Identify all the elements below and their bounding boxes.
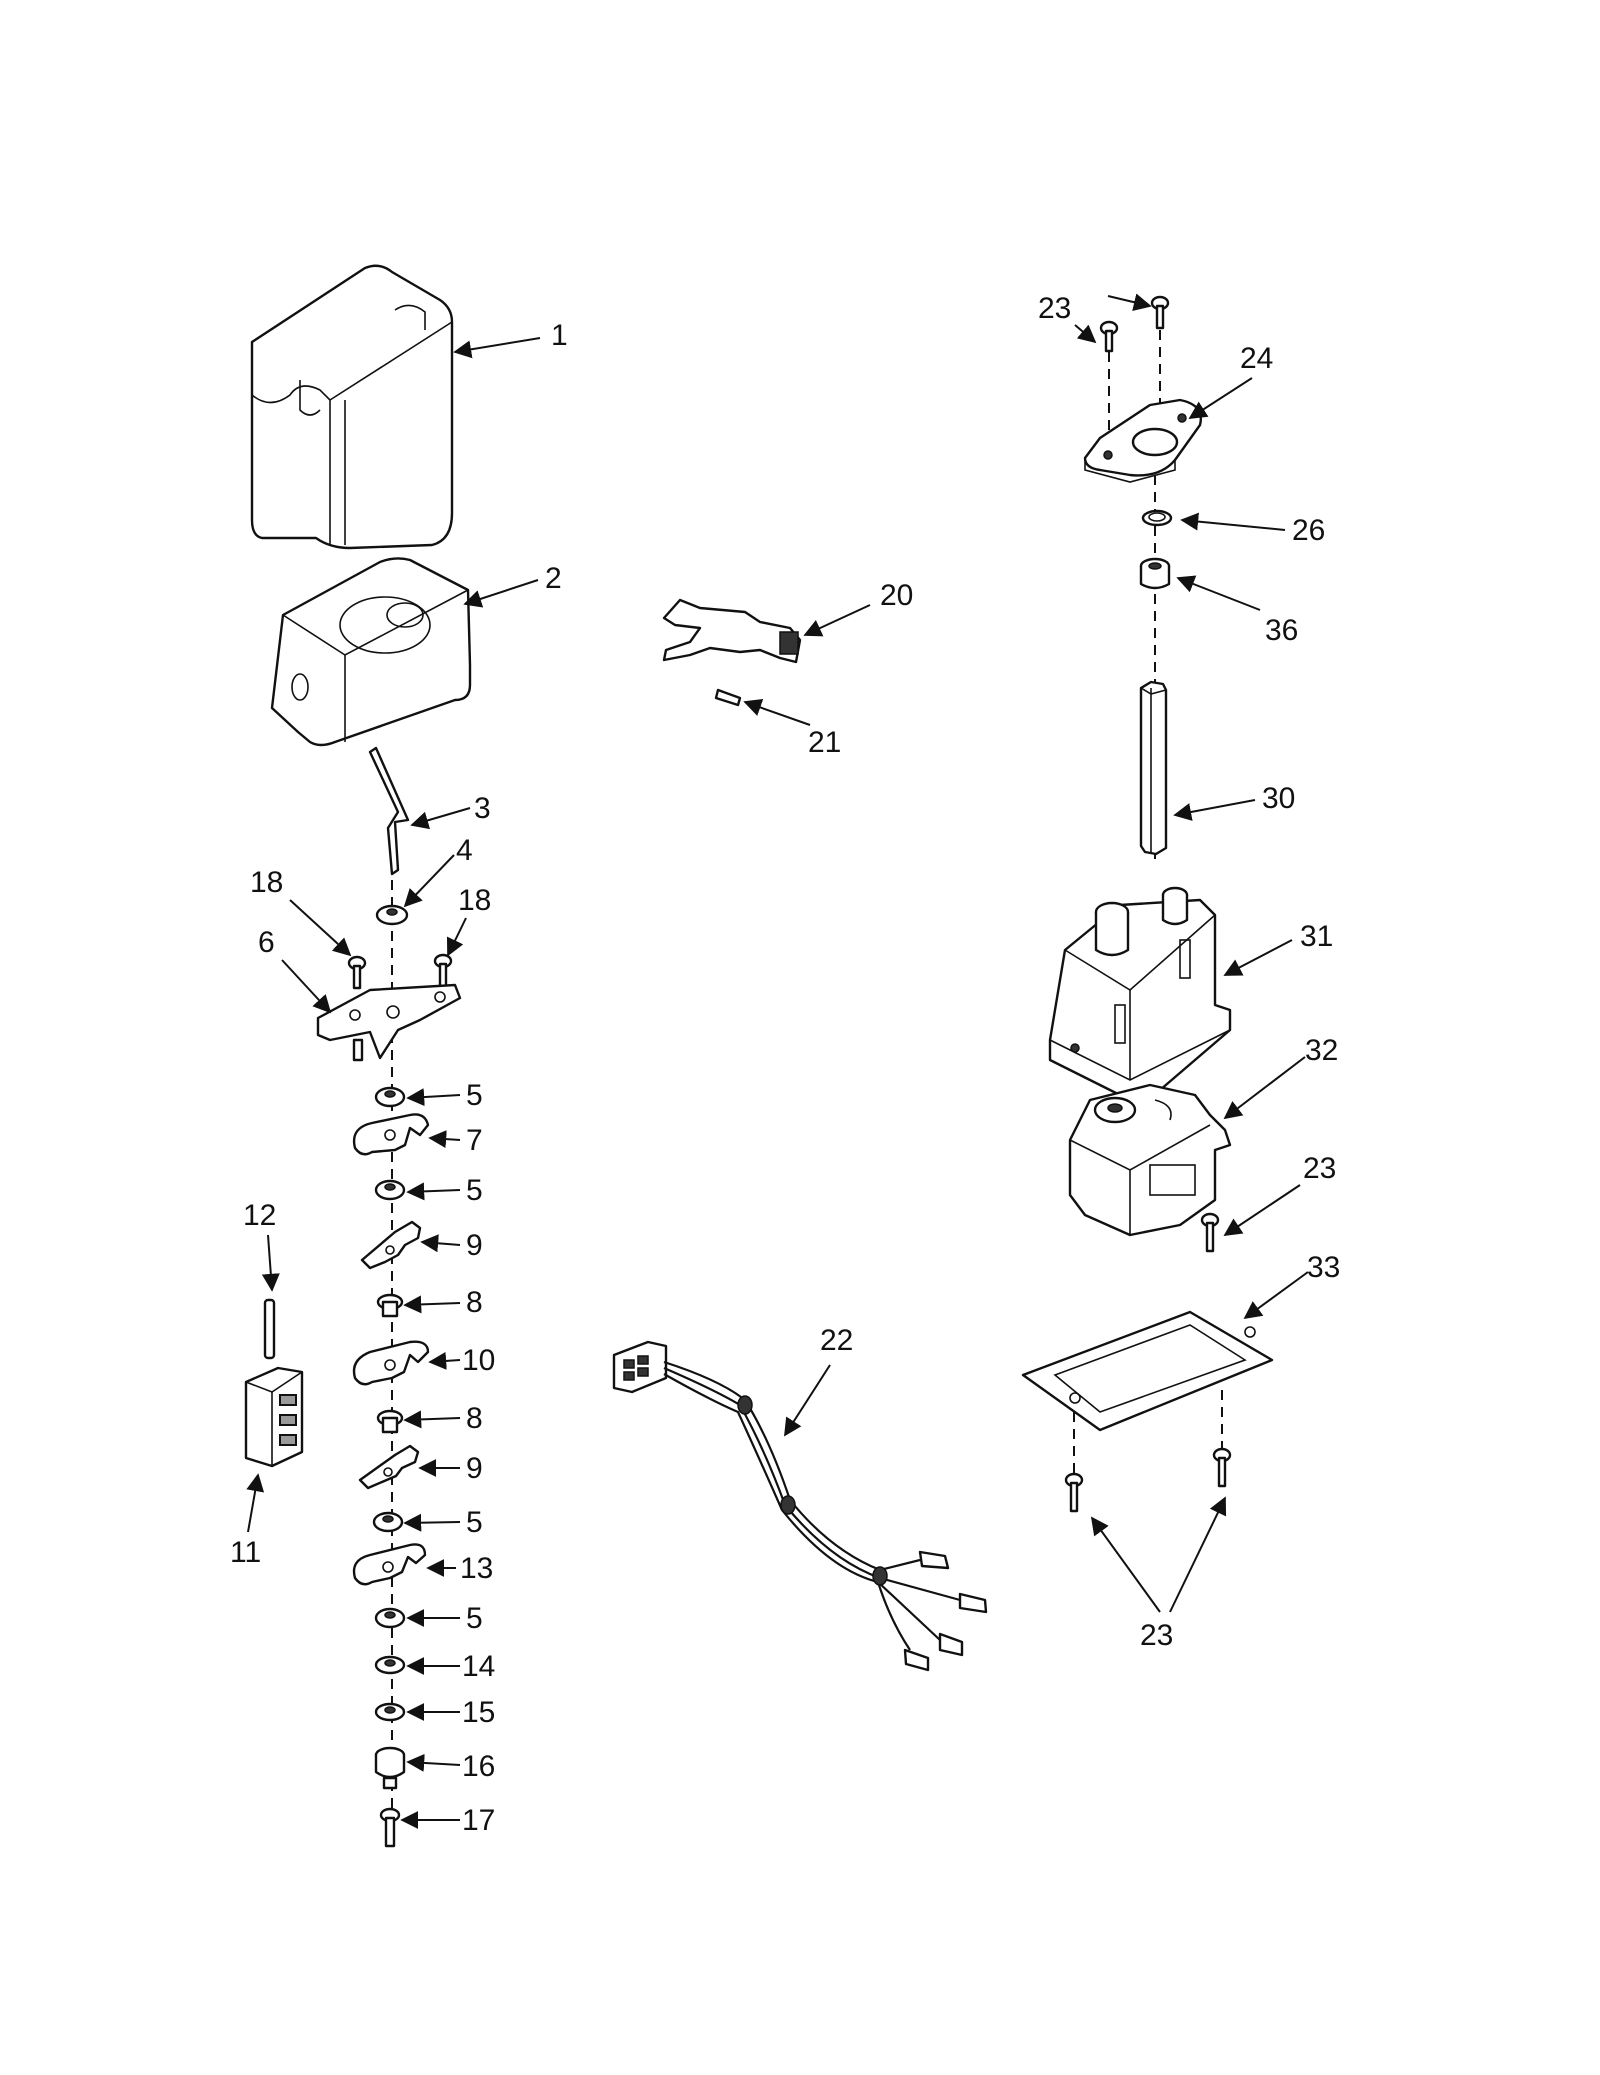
part-21-spring bbox=[714, 688, 742, 707]
callout-9-a: 9 bbox=[466, 1229, 483, 1262]
callout-5-d: 5 bbox=[466, 1602, 483, 1635]
part-2-housing bbox=[270, 557, 472, 747]
part-23-screw-top-right bbox=[1150, 295, 1170, 330]
part-5-washer-b bbox=[374, 1179, 406, 1201]
callout-18-left: 18 bbox=[250, 866, 283, 899]
part-36-bushing bbox=[1139, 557, 1171, 590]
part-8-bushing-a bbox=[376, 1293, 404, 1318]
callout-26: 26 bbox=[1292, 514, 1325, 547]
part-6-plate bbox=[316, 983, 462, 1062]
callout-5-a: 5 bbox=[466, 1079, 483, 1112]
callout-6: 6 bbox=[258, 926, 275, 959]
part-3-wire bbox=[368, 746, 410, 876]
callout-21: 21 bbox=[808, 726, 841, 759]
part-30-shaft bbox=[1139, 680, 1168, 856]
part-9-cam-a bbox=[360, 1220, 422, 1270]
part-18-screw-left bbox=[347, 955, 367, 990]
part-10-cam bbox=[352, 1340, 430, 1386]
callout-10: 10 bbox=[462, 1344, 495, 1377]
part-15-washer bbox=[374, 1702, 406, 1722]
callout-7: 7 bbox=[466, 1124, 483, 1157]
callout-15: 15 bbox=[462, 1696, 495, 1729]
part-11-block bbox=[244, 1366, 304, 1468]
callout-5-b: 5 bbox=[466, 1174, 483, 1207]
callout-31: 31 bbox=[1300, 920, 1333, 953]
callout-11: 11 bbox=[230, 1536, 261, 1569]
callout-13: 13 bbox=[460, 1552, 493, 1585]
part-1-bucket bbox=[250, 264, 454, 550]
callout-5-c: 5 bbox=[466, 1506, 483, 1539]
part-13-cam bbox=[352, 1543, 427, 1586]
part-7-cam bbox=[352, 1113, 430, 1156]
callout-36: 36 bbox=[1265, 614, 1298, 647]
leader-lines bbox=[246, 293, 1309, 1829]
callout-3: 3 bbox=[474, 792, 491, 825]
callout-32: 32 bbox=[1305, 1034, 1338, 1067]
callout-20: 20 bbox=[880, 579, 913, 612]
callout-22: 22 bbox=[820, 1324, 853, 1357]
callout-17: 17 bbox=[462, 1804, 495, 1837]
part-33-gasket bbox=[1021, 1310, 1274, 1432]
part-9-cam-b bbox=[358, 1444, 420, 1490]
callout-8-a: 8 bbox=[466, 1286, 483, 1319]
callout-23-bottom: 23 bbox=[1140, 1619, 1173, 1652]
callout-9-b: 9 bbox=[466, 1452, 483, 1485]
callout-14: 14 bbox=[462, 1650, 495, 1683]
part-32-motor bbox=[1068, 1083, 1232, 1237]
part-23-screw-bottom-left bbox=[1064, 1472, 1084, 1513]
callout-23-motor: 23 bbox=[1303, 1152, 1336, 1185]
part-18-screw-right bbox=[433, 953, 453, 988]
part-20-switch-bracket bbox=[662, 598, 802, 664]
callout-30: 30 bbox=[1262, 782, 1295, 815]
callout-18-right: 18 bbox=[458, 884, 491, 917]
callout-12: 12 bbox=[243, 1199, 276, 1232]
part-8-bushing-b bbox=[376, 1409, 404, 1434]
callout-labels: 1 2 3 4 18 18 6 5 7 5 9 8 10 8 9 5 13 5 … bbox=[230, 292, 1340, 1837]
callout-1: 1 bbox=[551, 319, 568, 352]
part-26-washer bbox=[1141, 509, 1173, 527]
part-5-washer-a bbox=[374, 1086, 406, 1108]
part-17-screw bbox=[379, 1807, 401, 1848]
part-4-washer bbox=[375, 904, 409, 926]
callout-2: 2 bbox=[545, 562, 562, 595]
callout-24: 24 bbox=[1240, 342, 1273, 375]
callout-16: 16 bbox=[462, 1750, 495, 1783]
part-14-washer bbox=[374, 1655, 406, 1675]
callout-33: 33 bbox=[1307, 1251, 1340, 1284]
part-22-harness bbox=[612, 1340, 988, 1672]
part-23-screw-top-left bbox=[1099, 320, 1119, 353]
callout-23-top: 23 bbox=[1038, 292, 1071, 325]
part-31-motor-cover bbox=[1048, 886, 1232, 1102]
part-23-screw-bottom-right bbox=[1212, 1447, 1232, 1488]
part-5-washer-c bbox=[372, 1511, 404, 1533]
part-16-nut bbox=[374, 1746, 406, 1790]
part-5-washer-d bbox=[374, 1607, 406, 1629]
callout-8-b: 8 bbox=[466, 1402, 483, 1435]
part-23-screw-motor bbox=[1200, 1212, 1220, 1253]
part-24-plate bbox=[1083, 398, 1202, 483]
callout-4: 4 bbox=[456, 834, 473, 867]
part-12-pin bbox=[263, 1298, 276, 1360]
